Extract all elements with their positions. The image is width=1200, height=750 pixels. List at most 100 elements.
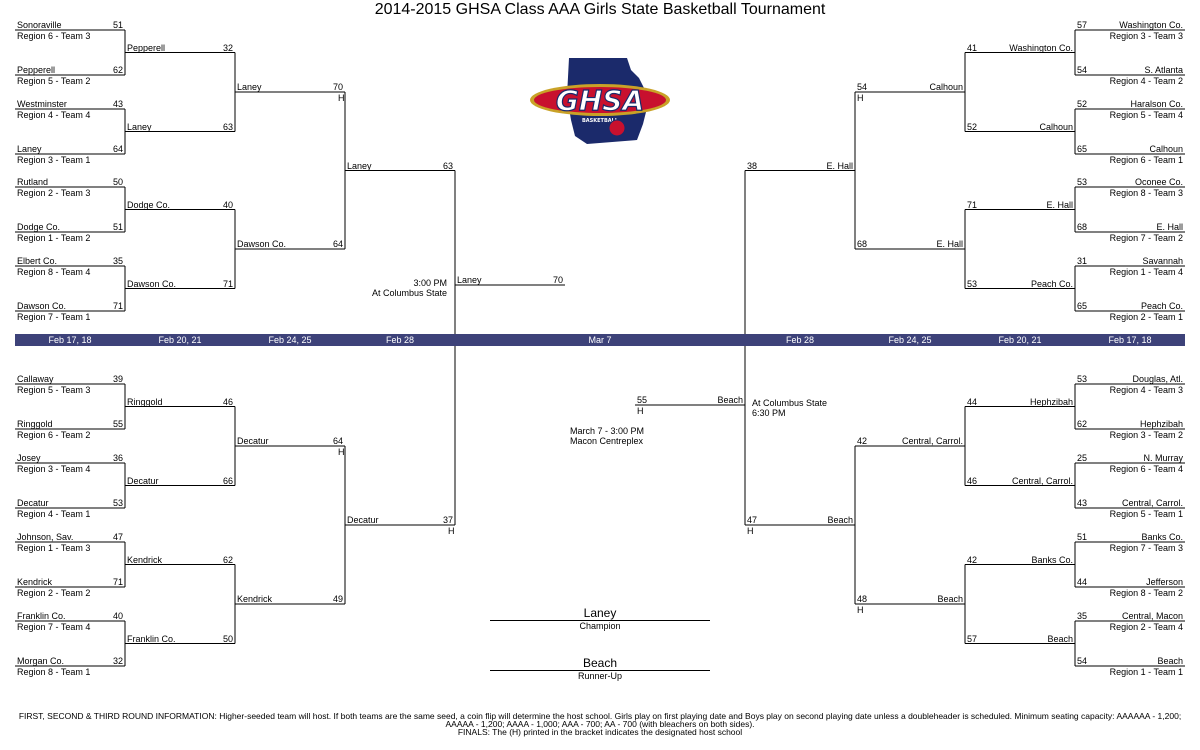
team-seed: Region 3 - Team 2 (1109, 430, 1183, 440)
team-seed: Region 6 - Team 1 (1109, 155, 1183, 165)
team-name: Franklin Co. (127, 633, 176, 644)
team-name: Central, Carrol. (1011, 475, 1073, 486)
team-seed: Region 8 - Team 4 (17, 267, 91, 277)
team-name: Sonoraville (17, 20, 62, 30)
team-name: Kendrick (17, 577, 53, 587)
team-name: Central, Carrol. (901, 436, 963, 446)
team-name: Central, Macon (1121, 611, 1183, 621)
team-score: 62 (1077, 419, 1088, 429)
team-seed: Region 5 - Team 1 (1109, 509, 1183, 519)
team-score: 54 (1077, 65, 1088, 75)
team-seed: Region 1 - Team 2 (17, 233, 91, 243)
team-score: 49 (332, 594, 343, 604)
host-marker: H (338, 93, 345, 103)
team-name: Pepperell (17, 65, 56, 75)
team-seed: Region 8 - Team 2 (1109, 588, 1183, 598)
team-name: S. Atlanta (1144, 65, 1183, 75)
team-name: Dawson Co. (237, 239, 287, 249)
team-name: Jefferson (1146, 577, 1183, 587)
team-name: Beach (1157, 656, 1183, 666)
team-score: 64 (332, 239, 343, 249)
team-score: 71 (112, 301, 123, 311)
team-name: Laney (347, 160, 372, 171)
team-seed: Region 8 - Team 3 (1109, 188, 1183, 198)
team-score: 40 (112, 611, 123, 621)
team-name: E. Hall (1046, 199, 1073, 210)
team-name: Laney (127, 121, 152, 132)
logo-text: GHSA (556, 84, 644, 117)
host-marker: H (857, 605, 864, 615)
team-score: 43 (1077, 498, 1088, 508)
date-band: Feb 17, 18 Feb 20, 21 Feb 24, 25 Feb 28 … (15, 334, 1185, 346)
team-name: Johnson, Sav. (17, 532, 74, 542)
team-score: 31 (1077, 256, 1088, 266)
team-score: 25 (1077, 453, 1088, 463)
team-name: Banks Co. (1141, 532, 1183, 542)
page-title: 2014-2015 GHSA Class AAA Girls State Bas… (374, 1, 826, 18)
footer-notes: FIRST, SECOND & THIRD ROUND INFORMATION:… (10, 712, 1190, 737)
ghsa-logo: GHSA BASKETBALL (530, 58, 670, 144)
team-name: Josey (17, 453, 41, 463)
team-score: 38 (747, 160, 758, 171)
team-score: 71 (967, 199, 978, 210)
team-seed: Region 3 - Team 1 (17, 155, 91, 165)
team-score: 53 (112, 498, 123, 508)
team-name: Laney (457, 275, 482, 285)
date-label: Feb 24, 25 (268, 335, 312, 345)
team-score: 57 (1077, 20, 1088, 30)
team-score: 62 (112, 65, 123, 75)
runner-up-name: Beach (582, 656, 618, 670)
team-score: 70 (552, 275, 563, 285)
team-name: Hephzibah (1139, 419, 1183, 429)
team-score: 65 (1077, 301, 1088, 311)
team-seed: Region 4 - Team 3 (1109, 385, 1183, 395)
team-name: Savannah (1142, 256, 1183, 266)
team-seed: Region 6 - Team 3 (17, 31, 91, 41)
host-marker: H (857, 93, 864, 103)
final-time: March 7 - 3:00 PM (570, 426, 645, 436)
team-name: Pepperell (127, 42, 166, 53)
team-seed: Region 8 - Team 1 (17, 667, 91, 677)
team-score: 35 (1077, 611, 1088, 621)
team-score: 63 (442, 160, 453, 171)
team-name: Calhoun (1039, 121, 1073, 132)
host-marker: H (448, 526, 455, 536)
date-label: Feb 20, 21 (158, 335, 202, 345)
team-score: 37 (442, 515, 453, 525)
team-score: 51 (112, 222, 123, 232)
team-score: 46 (967, 475, 978, 486)
team-name: E. Hall (936, 239, 963, 249)
team-name: Peach Co. (1140, 301, 1183, 311)
team-seed: Region 4 - Team 2 (1109, 76, 1183, 86)
host-marker: H (747, 526, 754, 536)
team-name: Laney (237, 82, 262, 92)
team-name: Calhoun (1149, 144, 1183, 154)
team-score: 54 (857, 82, 868, 92)
team-name: Dodge Co. (17, 222, 61, 232)
venue-place: At Columbus State (752, 398, 828, 408)
date-label: Feb 24, 25 (888, 335, 932, 345)
team-seed: Region 1 - Team 3 (17, 543, 91, 553)
team-score: 68 (1077, 222, 1088, 232)
team-name: Dodge Co. (127, 199, 171, 210)
team-score: 50 (112, 177, 123, 187)
date-label: Feb 17, 18 (48, 335, 92, 345)
team-name: Franklin Co. (17, 611, 66, 621)
final-place: Macon Centreplex (570, 436, 644, 446)
date-label: Feb 28 (785, 335, 815, 345)
team-name: Washington Co. (1119, 20, 1183, 30)
team-score: 70 (332, 82, 343, 92)
team-name: Banks Co. (1031, 554, 1073, 565)
venue-time: 3:00 PM (413, 278, 447, 288)
runner-up-label: Runner-Up (577, 671, 623, 681)
team-name: Kendrick (127, 554, 163, 565)
host-marker: H (637, 406, 644, 416)
team-seed: Region 5 - Team 4 (1109, 110, 1183, 120)
team-name: Kendrick (237, 594, 273, 604)
champion-block: Laney Champion (490, 607, 710, 631)
team-score: 44 (1077, 577, 1088, 587)
team-score: 42 (857, 436, 868, 446)
team-score: 35 (112, 256, 123, 266)
team-score: 71 (112, 577, 123, 587)
